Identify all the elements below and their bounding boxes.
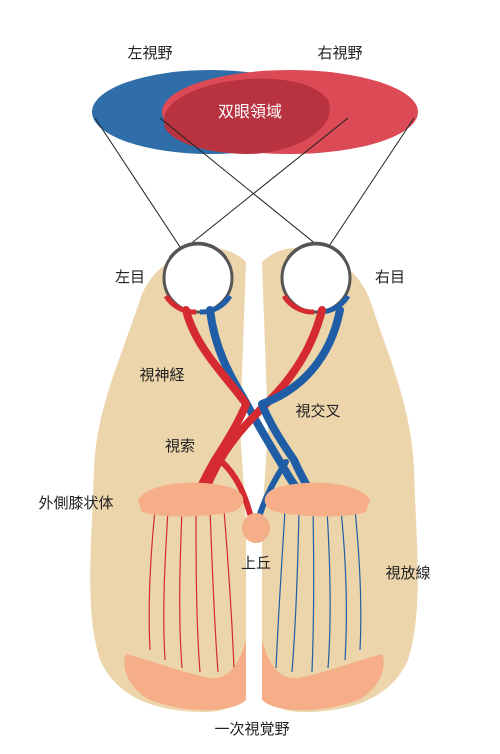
left-eye-label: 左目: [115, 268, 145, 286]
left-hemisphere: [90, 248, 246, 712]
superior-colliculus: [242, 513, 270, 543]
sight-line: [167, 117, 349, 263]
binocular-label: 双眼領域: [218, 102, 282, 121]
right-eye-nasal-path: [196, 306, 326, 509]
left-field-label: 左視野: [127, 44, 172, 62]
optic-radiation-fibers-left: [148, 509, 235, 673]
right-lgn: [264, 482, 370, 517]
right-visual-cortex: [262, 640, 384, 711]
right-field-label: 右視野: [317, 44, 362, 62]
lgn-label: 外側膝状体: [38, 494, 113, 512]
chiasm-label: 視交叉: [295, 402, 340, 420]
left-eye-icon: [162, 241, 234, 315]
visual-cortex-label: 一次視覚野: [214, 720, 289, 738]
sight-line: [159, 117, 339, 263]
lgn-nuclei: [138, 482, 370, 517]
right-eye-label: 右目: [375, 268, 405, 286]
colliculus-branch-red: [219, 459, 253, 517]
colliculus-branch-blue: [257, 459, 289, 517]
labels: 左視野 右視野 双眼領域 左目 右目 視神経 視交叉 視索 外側膝状体 上丘 視…: [38, 44, 430, 738]
optic-radiation-label: 視放線: [385, 564, 430, 582]
brain: [90, 248, 418, 712]
primary-visual-cortex: [124, 640, 384, 711]
visual-fields: [92, 70, 418, 155]
optic-radiation-fibers-right: [275, 509, 362, 673]
right-eye-icon: [280, 241, 352, 315]
binocular-overlap: [163, 78, 330, 155]
superior-colliculus-label: 上丘: [241, 554, 271, 572]
left-eye-nasal-path: [182, 306, 250, 509]
right-eye-temporal-path: [258, 306, 344, 509]
optic-nerve-label: 視神経: [139, 366, 184, 384]
optic-tract-label: 視索: [165, 437, 195, 455]
left-visual-cortex: [124, 640, 246, 711]
left-lgn: [138, 482, 244, 517]
